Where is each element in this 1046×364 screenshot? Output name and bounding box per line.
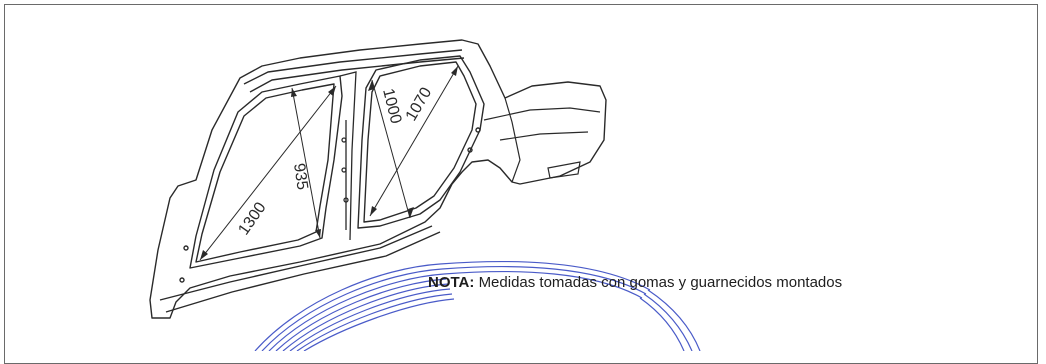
- dimension-labels: 1300 935 1000 1070: [235, 85, 435, 239]
- b-pillar: [339, 71, 357, 241]
- note-text: Medidas tomadas con gomas y guarnecidos …: [478, 274, 843, 291]
- front-door-opening: [179, 75, 343, 283]
- car-side-frame-drawing: 1300 935 1000 1070: [149, 39, 701, 351]
- dimension-label-935: 935: [290, 162, 311, 191]
- rear-quarter-panel: [483, 97, 601, 183]
- dimension-lines: [199, 65, 459, 261]
- dimension-line-1000: [371, 79, 411, 219]
- watermark-logo: [254, 260, 701, 351]
- dimension-label-1300: 1300: [235, 199, 269, 238]
- dimension-arrowheads: [200, 66, 458, 260]
- dimension-line-935: [291, 87, 321, 239]
- dimension-label-1070: 1070: [403, 85, 436, 124]
- dimension-line-1300: [199, 85, 337, 261]
- rear-door-opening: [357, 55, 485, 229]
- note-caption: NOTA: Medidas tomadas con gomas y guarne…: [428, 274, 842, 291]
- dimension-line-1070: [369, 65, 459, 217]
- note-label: NOTA:: [428, 274, 475, 291]
- body-side-outline: [149, 39, 607, 319]
